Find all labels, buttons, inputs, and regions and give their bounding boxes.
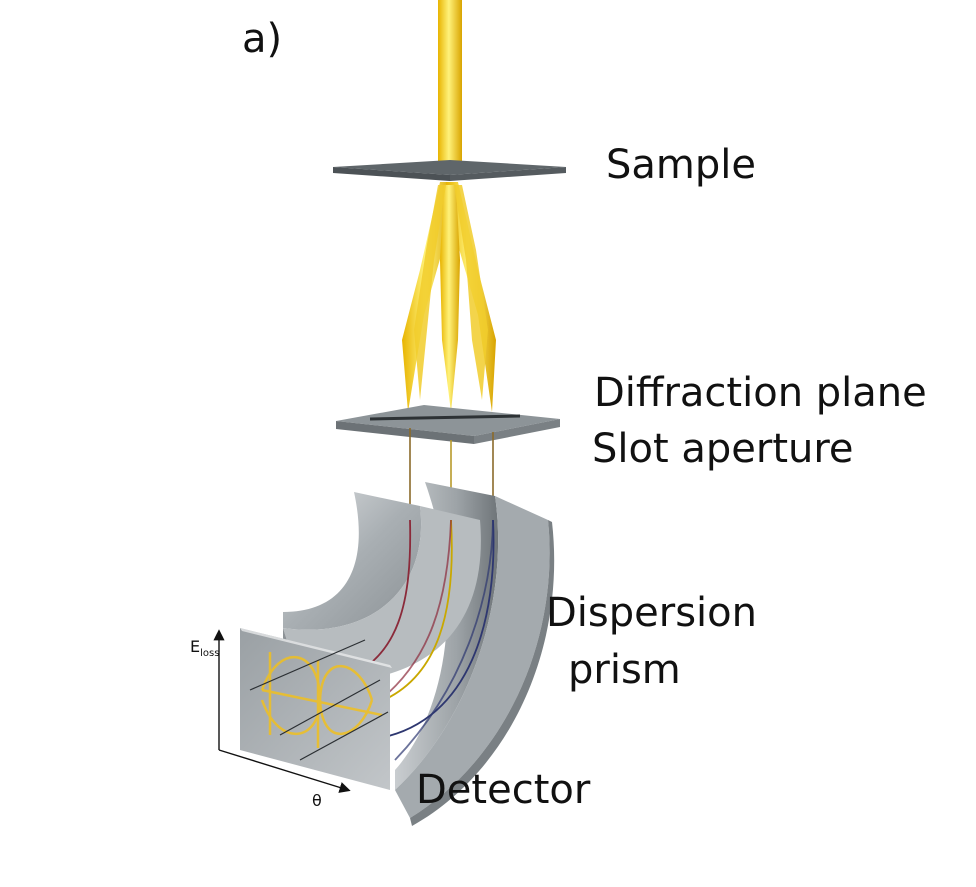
incident-beam [438, 0, 462, 172]
sample-plate [333, 160, 566, 181]
slot-aperture-plate [336, 405, 560, 444]
label-diffraction-plane: Diffraction plane [594, 370, 927, 416]
label-detector: Detector [416, 767, 591, 813]
dispersion-prism [283, 482, 555, 826]
energy-axis: Eloss [190, 629, 225, 750]
panel-label: a) [242, 16, 282, 62]
diffracted-beams [402, 182, 496, 412]
label-prism: prism [568, 647, 681, 693]
detector-signal [260, 652, 383, 748]
energy-axis-label: E [190, 637, 200, 656]
angle-axis-label: θ [312, 791, 322, 810]
label-sample: Sample [606, 142, 756, 188]
label-dispersion: Dispersion [546, 590, 757, 636]
svg-text:Eloss: Eloss [190, 637, 219, 659]
detector [240, 628, 392, 790]
label-slot-aperture: Slot aperture [592, 426, 854, 472]
energy-axis-subscript: loss [200, 648, 219, 659]
angle-axis: θ [218, 749, 351, 810]
detector-gridlines [249, 639, 389, 761]
